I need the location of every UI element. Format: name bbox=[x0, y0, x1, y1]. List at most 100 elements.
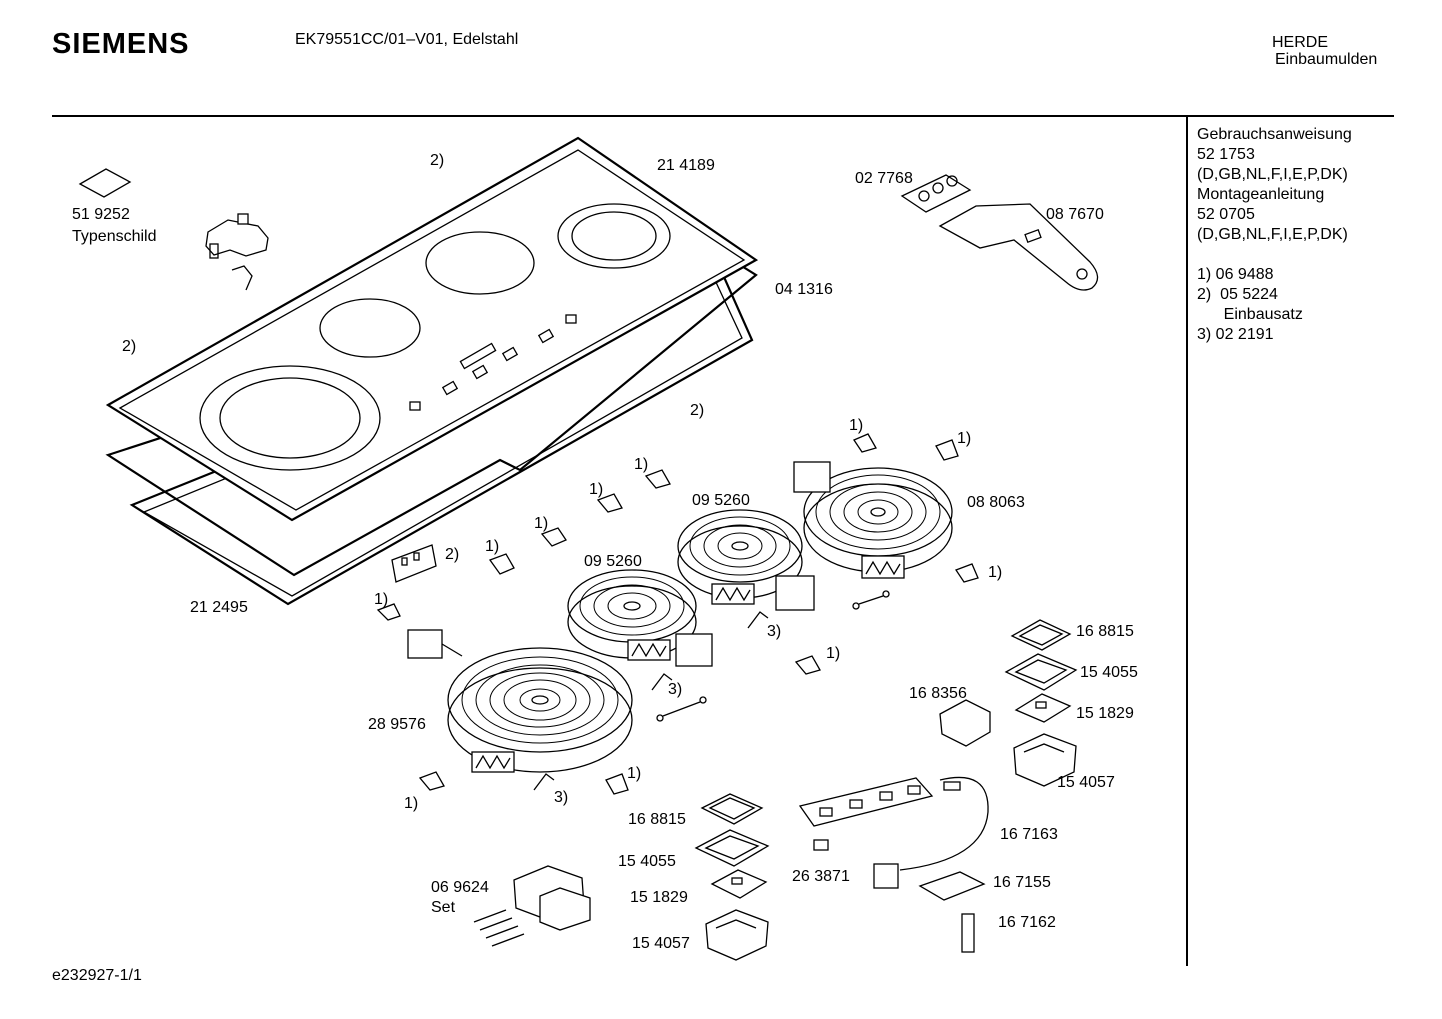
connector-set-icon bbox=[473, 865, 591, 947]
part-number-label: 16 8815 bbox=[1076, 623, 1134, 640]
fixing-clip-icon bbox=[488, 553, 515, 575]
ceramic-hob-glass-icon bbox=[105, 136, 759, 522]
part-number-label: 21 4189 bbox=[657, 157, 715, 174]
fixing-clip-icon bbox=[540, 527, 567, 547]
fixing-clip-icon bbox=[418, 771, 445, 791]
fixing-clip-icon bbox=[376, 603, 401, 621]
spring-clip-icon bbox=[651, 673, 673, 691]
part-number-label: 15 1829 bbox=[630, 889, 688, 906]
part-number-label: 02 7768 bbox=[855, 170, 913, 187]
reference-marker: 1) bbox=[374, 591, 388, 608]
fixing-clip-icon bbox=[644, 469, 671, 489]
reference-marker: 2) bbox=[690, 402, 704, 419]
connecting-link-icon bbox=[656, 696, 707, 722]
temperature-limiter-icon bbox=[775, 575, 815, 611]
part-number-label: 15 4057 bbox=[632, 935, 690, 952]
sidebar-line: Montageanleitung bbox=[1197, 186, 1325, 203]
reference-marker: 2) bbox=[430, 152, 444, 169]
part-number-label: 08 7670 bbox=[1046, 206, 1104, 223]
scraper-icon bbox=[938, 203, 1099, 291]
spring-clip-icon bbox=[747, 611, 769, 629]
cover-frame-icon bbox=[694, 829, 770, 867]
connector-bracket-icon bbox=[939, 699, 991, 747]
sensor-board-icon bbox=[710, 869, 768, 899]
sidebar-line: Einbausatz bbox=[1197, 306, 1303, 323]
sidebar-line: (D,GB,NL,F,I,E,P,DK) bbox=[1197, 166, 1348, 183]
sidebar-line: 52 0705 bbox=[1197, 206, 1255, 223]
sidebar-line: 2) 05 5224 bbox=[1197, 286, 1278, 303]
spring-clip-icon bbox=[533, 773, 555, 791]
reference-marker: 2) bbox=[445, 546, 459, 563]
fixing-clip-icon bbox=[605, 773, 629, 795]
part-number-label: 04 1316 bbox=[775, 281, 833, 298]
reference-marker: 1) bbox=[404, 795, 418, 812]
fixing-clip-icon bbox=[935, 439, 959, 461]
housing-icon bbox=[1013, 733, 1077, 787]
reference-marker: 3) bbox=[767, 623, 781, 640]
sidebar-line: Gebrauchsanweisung bbox=[1197, 126, 1352, 143]
part-number-label: 21 2495 bbox=[190, 599, 248, 616]
part-number-label: 16 8815 bbox=[628, 811, 686, 828]
part-number-label: 16 7163 bbox=[1000, 826, 1058, 843]
ribbon-cable-icon bbox=[961, 913, 975, 953]
sidebar-line: 52 1753 bbox=[1197, 146, 1255, 163]
part-number-label: 15 1829 bbox=[1076, 705, 1134, 722]
fixing-clip-icon bbox=[596, 493, 623, 513]
fixing-clip-icon bbox=[794, 655, 821, 675]
radiant-heater-medium-icon bbox=[567, 569, 697, 661]
part-number-label: 16 7162 bbox=[998, 914, 1056, 931]
part-number-label: 26 3871 bbox=[792, 868, 850, 885]
seal-frame-icon bbox=[700, 793, 764, 825]
category-label: HERDE bbox=[1272, 34, 1329, 51]
part-number-label: 15 4055 bbox=[1080, 664, 1138, 681]
sensor-board-icon bbox=[1014, 693, 1072, 723]
cover-frame-icon bbox=[1004, 653, 1078, 691]
reference-marker: 1) bbox=[634, 456, 648, 473]
part-number-label: 16 7155 bbox=[993, 874, 1051, 891]
header-divider bbox=[52, 115, 1394, 117]
temperature-limiter-icon bbox=[675, 633, 713, 667]
part-number-label: 09 5260 bbox=[692, 492, 750, 509]
part-number-label: 16 8356 bbox=[909, 685, 967, 702]
part-number-label: 15 4057 bbox=[1057, 774, 1115, 791]
reference-marker: 1) bbox=[485, 538, 499, 555]
model-title: EK79551CC/01–V01, Edelstahl bbox=[295, 31, 519, 48]
sidebar-line: 3) 02 2191 bbox=[1197, 326, 1274, 343]
temperature-limiter-icon bbox=[407, 629, 463, 659]
radiant-heater-medium-icon bbox=[677, 509, 803, 605]
reference-marker: 1) bbox=[849, 417, 863, 434]
sidebar-divider bbox=[1186, 116, 1188, 966]
reference-marker: 1) bbox=[826, 645, 840, 662]
fixing-clip-icon bbox=[853, 433, 877, 453]
brand-logo: SIEMENS bbox=[52, 28, 190, 60]
part-name-label: Set bbox=[431, 899, 456, 916]
reference-marker: 1) bbox=[627, 765, 641, 782]
part-number-label: 15 4055 bbox=[618, 853, 676, 870]
seal-frame-icon bbox=[1010, 619, 1072, 651]
exploded-parts-diagram: 51 9252 Typenschild 21 4189 02 7768 08 7… bbox=[72, 136, 1138, 961]
part-name-label: Typenschild bbox=[72, 228, 157, 245]
housing-icon bbox=[705, 909, 769, 961]
part-number-label: 09 5260 bbox=[584, 553, 642, 570]
part-number-label: 51 9252 bbox=[72, 206, 130, 223]
document-id: e232927-1/1 bbox=[52, 967, 142, 984]
reference-marker: 1) bbox=[957, 430, 971, 447]
control-board-icon bbox=[798, 776, 989, 889]
sidebar-line: (D,GB,NL,F,I,E,P,DK) bbox=[1197, 226, 1348, 243]
radiant-heater-large-icon bbox=[803, 467, 953, 579]
scraper-plate-icon bbox=[900, 174, 972, 213]
radiant-heater-large-icon bbox=[447, 647, 633, 773]
part-number-label: 08 8063 bbox=[967, 494, 1025, 511]
reference-marker: 2) bbox=[122, 338, 136, 355]
type-plate-icon bbox=[78, 168, 132, 198]
subcategory-label: Einbaumulden bbox=[1275, 51, 1378, 68]
reference-marker: 3) bbox=[668, 681, 682, 698]
part-number-label: 28 9576 bbox=[368, 716, 426, 733]
part-number-label: 06 9624 bbox=[431, 879, 489, 896]
mounting-bracket-icon bbox=[205, 213, 269, 291]
sidebar-line: 1) 06 9488 bbox=[1197, 266, 1274, 283]
reference-marker: 1) bbox=[988, 564, 1002, 581]
connecting-link-icon bbox=[852, 590, 890, 610]
reference-marker: 1) bbox=[534, 515, 548, 532]
reference-marker: 3) bbox=[554, 789, 568, 806]
